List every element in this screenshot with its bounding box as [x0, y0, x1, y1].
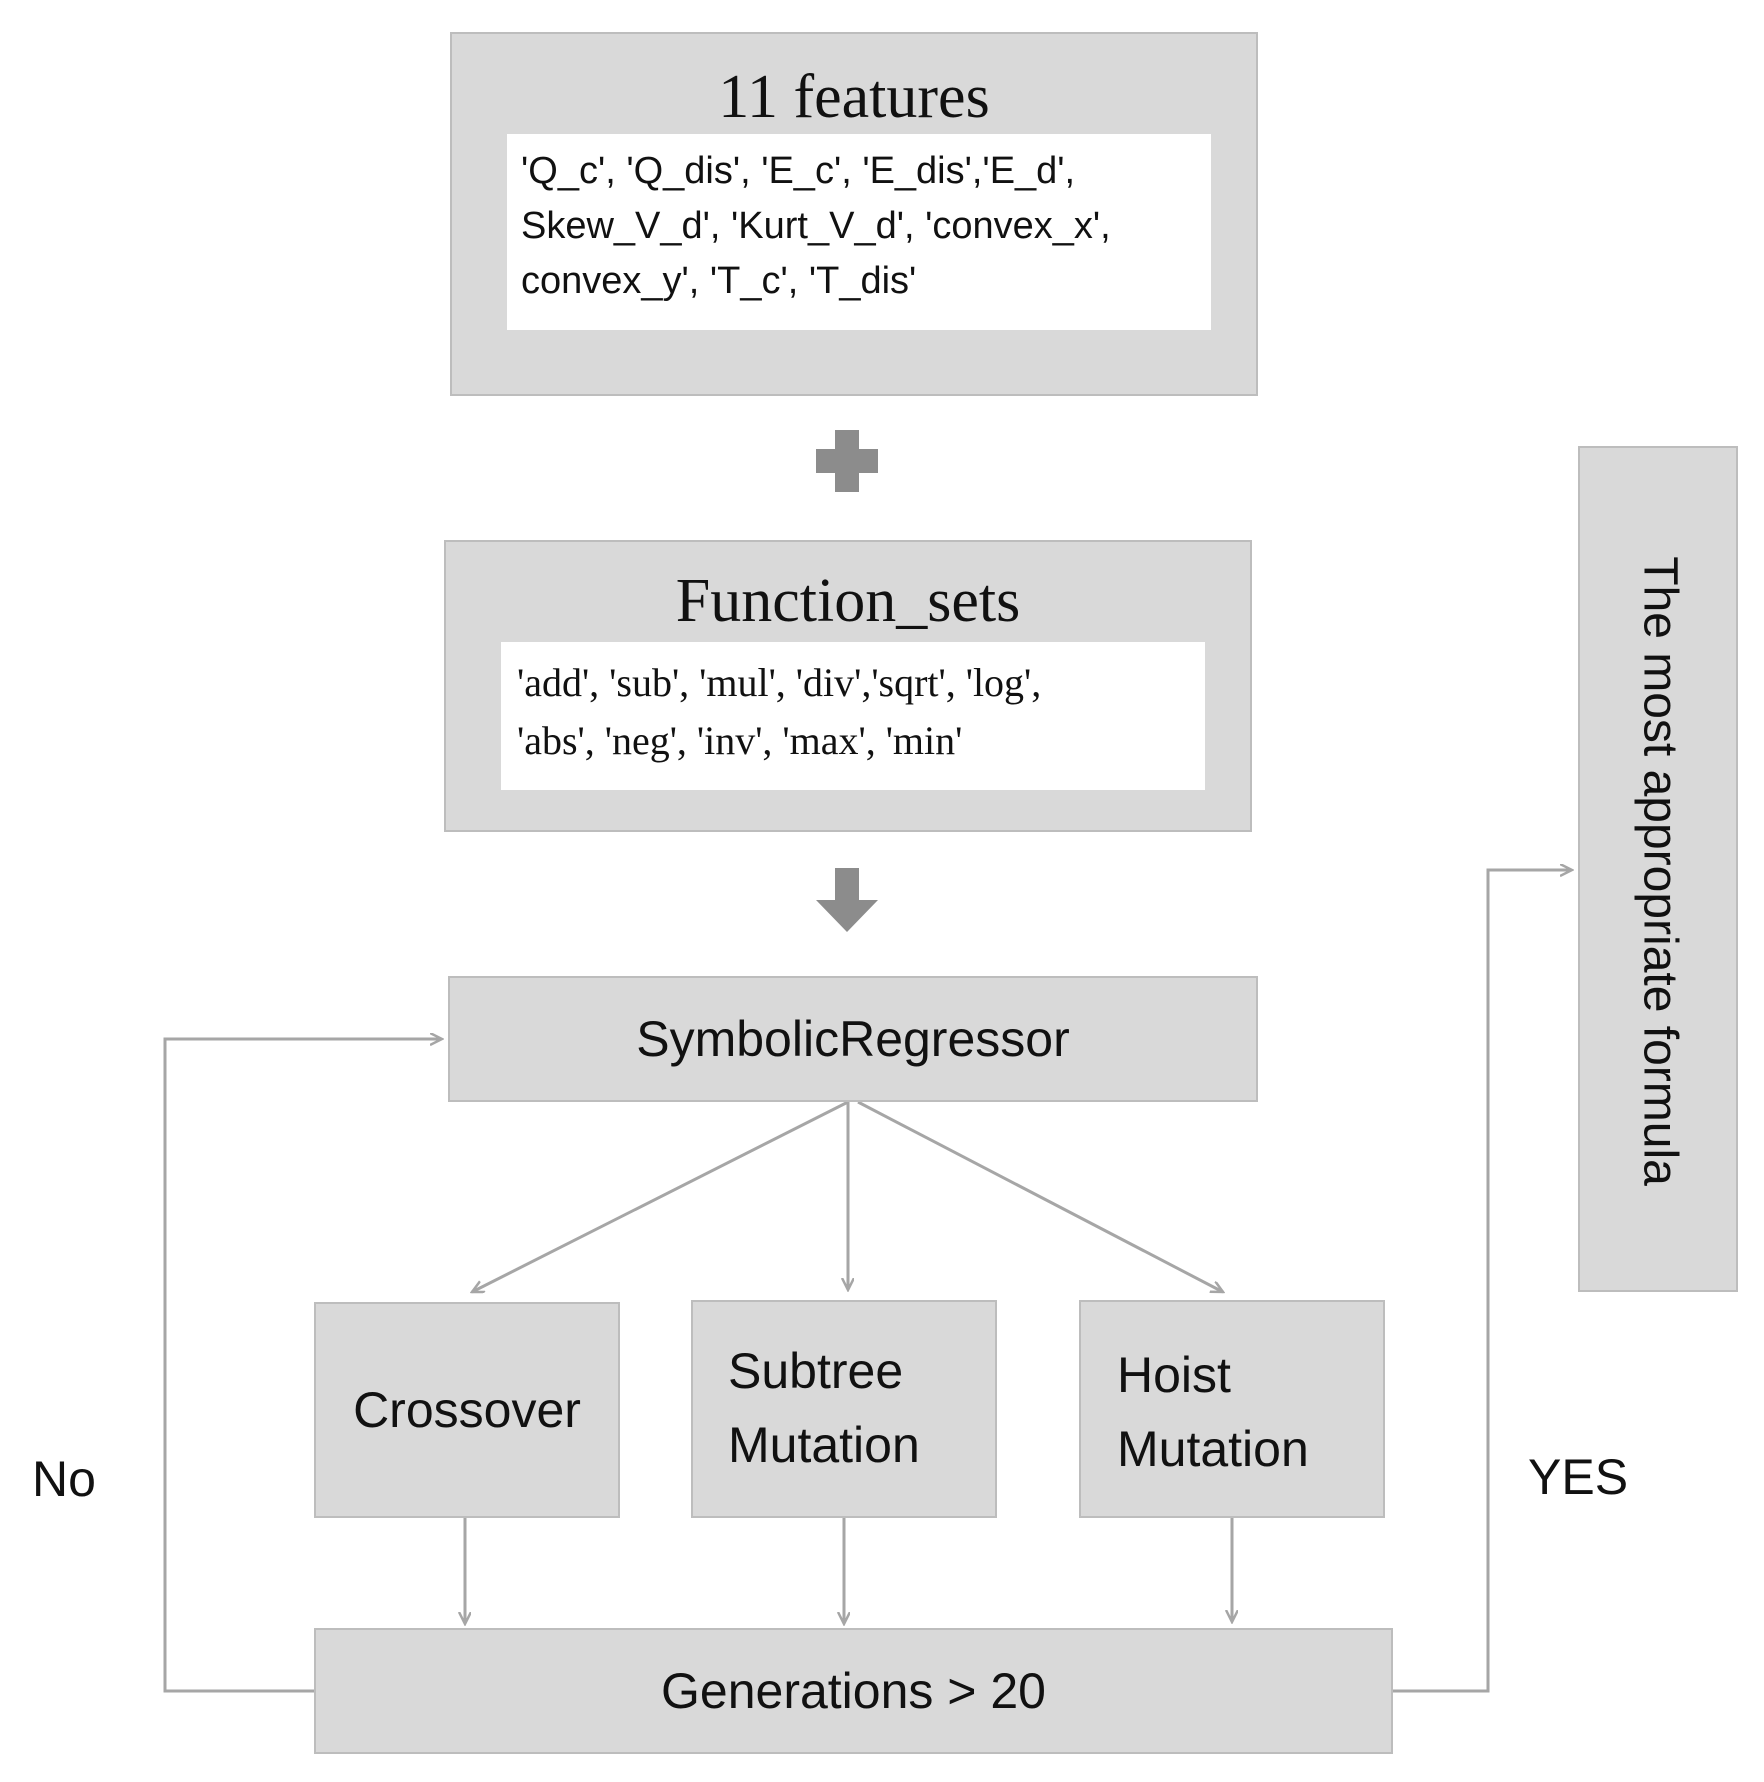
plus-icon: [816, 430, 878, 492]
symbolic-regressor-box: SymbolicRegressor: [448, 976, 1258, 1102]
symbolic-regressor-label: SymbolicRegressor: [636, 1011, 1070, 1067]
function-sets-list-panel: 'add', 'sub', 'mul', 'div','sqrt', 'log'…: [501, 642, 1205, 790]
no-branch-label: No: [32, 1451, 96, 1507]
subtree-label-line2: Mutation: [728, 1417, 920, 1473]
generations-label: Generations > 20: [661, 1663, 1046, 1719]
generations-box: Generations > 20: [314, 1628, 1393, 1754]
hoist-label-line2: Mutation: [1117, 1421, 1309, 1477]
arrow-regressor-to-hoist: [857, 1100, 1223, 1294]
function-sets-list: 'add', 'sub', 'mul', 'div','sqrt', 'log'…: [517, 660, 1042, 763]
hoist-mutation-box: Hoist Mutation: [1079, 1300, 1385, 1518]
function-sets-box: Function_sets 'add', 'sub', 'mul', 'div'…: [444, 540, 1252, 832]
subtree-label-line1: Subtree: [728, 1343, 904, 1399]
features-title: 11 features: [718, 63, 990, 131]
arrow-regressor-to-crossover: [472, 1100, 849, 1294]
features-box: 11 features 'Q_c', 'Q_dis', 'E_c', 'E_di…: [450, 32, 1258, 396]
features-list-panel: 'Q_c', 'Q_dis', 'E_c', 'E_dis','E_d', Sk…: [507, 134, 1211, 330]
crossover-box: Crossover: [314, 1302, 620, 1518]
function-sets-title: Function_sets: [675, 567, 1021, 635]
result-label: The most appropriate formula: [1633, 556, 1687, 1186]
yes-branch-label: YES: [1528, 1449, 1629, 1505]
crossover-label: Crossover: [353, 1382, 581, 1438]
arrow-no-loop: [163, 1039, 442, 1693]
result-box: The most appropriate formula: [1578, 446, 1738, 1292]
arrow-yes-path: [1393, 870, 1572, 1693]
down-arrow-icon: [816, 868, 878, 932]
subtree-mutation-box: Subtree Mutation: [691, 1300, 997, 1518]
features-list: 'Q_c', 'Q_dis', 'E_c', 'E_dis','E_d', Sk…: [521, 150, 1111, 303]
hoist-label-line1: Hoist: [1117, 1347, 1231, 1403]
